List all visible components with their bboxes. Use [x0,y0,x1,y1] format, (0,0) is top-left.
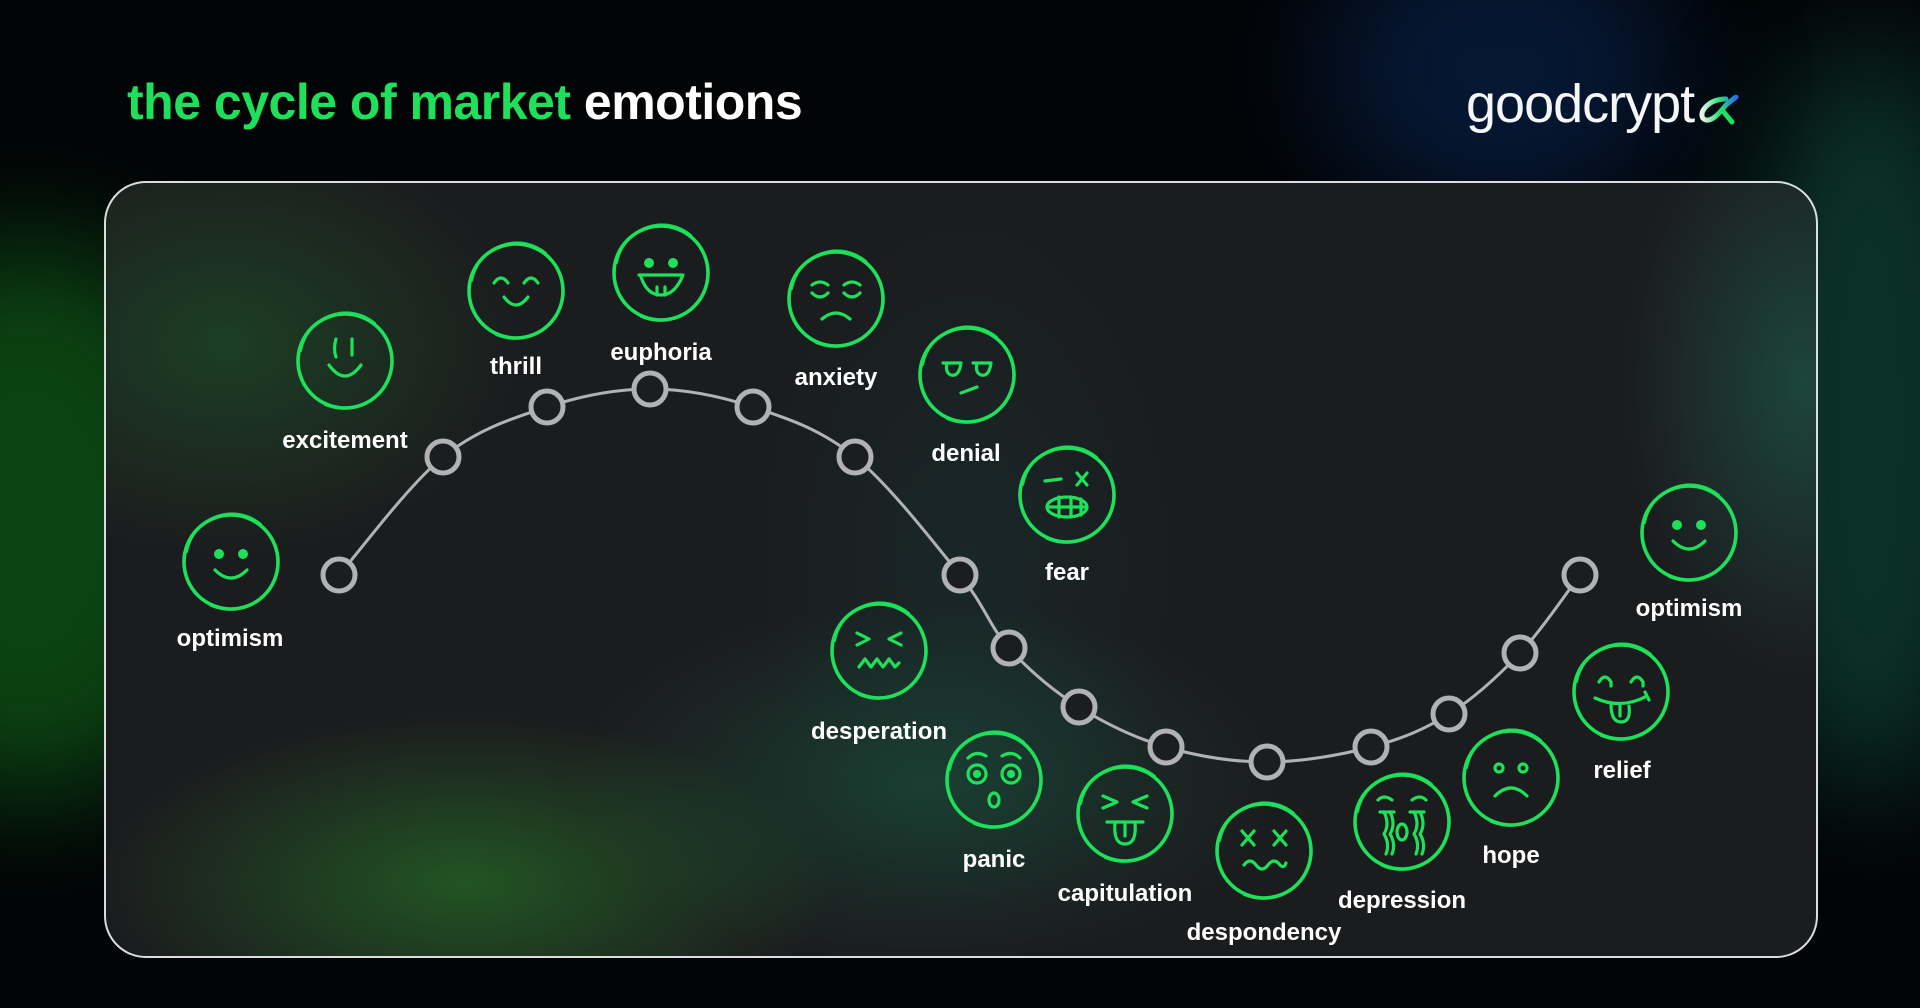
emotion-label-optimism: optimism [176,625,284,652]
emotion-label-hope: hope [1482,842,1540,869]
emotion-faces [182,223,1738,900]
emotion-label-excitement: excitement [282,427,408,454]
tongue-smile-face-icon [1572,642,1670,741]
emotion-label-optimism: optimism [1635,595,1743,622]
curve-node [631,370,669,408]
title-accent: the cycle of market [127,74,571,130]
emotion-label-despondency: despondency [1186,919,1342,946]
emotion-label-euphoria: euphoria [610,339,712,366]
tongue-out-squint-face-icon [1076,764,1174,863]
grinning-closed-eyes-face-icon [467,241,565,340]
toothy-grin-face-icon [612,223,710,322]
brand-logo: goodcrypt [1466,72,1740,137]
curve-node [528,388,566,426]
unamused-face-icon [918,325,1016,424]
shocked-face-icon [945,730,1043,829]
emotion-label-panic: panic [962,846,1026,873]
sad-closed-eyes-face-icon [787,249,885,348]
emotion-label-anxiety: anxiety [794,364,878,391]
curve-node [1248,743,1286,781]
emotion-label-denial: denial [931,440,1001,467]
market-cycle-curve [320,370,1599,781]
curve-node [1501,634,1539,672]
curve-node [836,438,874,476]
emotion-label-depression: depression [1337,887,1467,914]
frowning-face-icon [1462,728,1560,827]
emotion-label-thrill: thrill [490,353,542,380]
squint-wavy-mouth-face-icon [830,601,928,700]
page-title: the cycle of market emotions [127,72,803,132]
excited-face-icon [296,311,394,410]
curve-node [320,556,358,594]
grimace-face-icon [1018,445,1116,544]
curve-node [1352,728,1390,766]
happy-face-icon [182,512,280,611]
curve-node [1430,695,1468,733]
emotion-label-relief: relief [1593,757,1651,784]
emotion-label-capitulation: capitulation [1057,880,1193,907]
curve-node [734,388,772,426]
curve-node [1060,688,1098,726]
logo-text: goodcrypt [1466,74,1695,134]
curve-node [1561,556,1599,594]
happy-face-icon [1640,483,1738,582]
title-plain: emotions [583,74,803,130]
crying-face-icon [1353,772,1451,871]
emotion-label-desperation: desperation [810,718,948,745]
curve-node [1147,728,1185,766]
curve-node [424,438,462,476]
curve-node [941,556,979,594]
curve-node [990,629,1028,667]
emotion-label-fear: fear [1044,559,1090,586]
x-swoosh-icon [1699,94,1739,125]
dizzy-face-icon [1215,801,1313,900]
